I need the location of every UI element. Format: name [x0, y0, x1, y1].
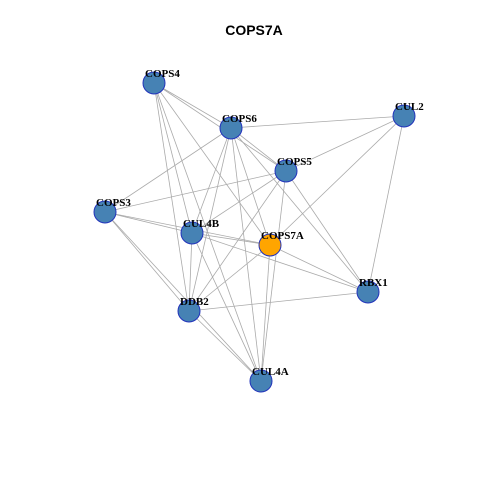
- node-label-cul4a: CUL4A: [252, 366, 289, 378]
- node-label-ddb2: DDB2: [180, 296, 209, 308]
- edge-cops7a-ddb2: [188, 244, 271, 312]
- edge-cul2-rbx1: [367, 115, 405, 293]
- node-label-cops3: COPS3: [96, 197, 131, 209]
- edge-cops6-cul2: [230, 115, 405, 129]
- edge-cops4-cops6: [153, 82, 232, 129]
- edge-cul2-cops7a: [269, 115, 405, 246]
- edge-cops6-cops5: [230, 127, 287, 172]
- node-cul4b: [180, 221, 204, 245]
- node-label-cops4: COPS4: [145, 68, 180, 80]
- edge-cops5-cul4b: [191, 170, 287, 234]
- edge-cops7a-cul4a: [260, 244, 271, 382]
- node-rbx1: [356, 280, 380, 304]
- edge-cops6-cul4b: [191, 127, 232, 234]
- edge-cops3-ddb2: [104, 211, 190, 312]
- edge-cops5-cul4a: [260, 170, 287, 382]
- edge-cops4-cops7a: [153, 82, 271, 246]
- node-cops7a: [258, 233, 282, 257]
- node-label-cops5: COPS5: [277, 156, 312, 168]
- node-cops3: [93, 200, 117, 224]
- edge-cops3-cul4b: [104, 211, 193, 234]
- edge-cul4b-ddb2: [188, 232, 193, 312]
- edge-cops7a-rbx1: [269, 244, 369, 293]
- node-cul2: [392, 104, 416, 128]
- edge-ddb2-rbx1: [188, 291, 369, 312]
- edge-cops5-ddb2: [188, 170, 287, 312]
- node-cops5: [274, 159, 298, 183]
- edge-cops5-rbx1: [285, 170, 369, 293]
- node-cul4a: [249, 369, 273, 393]
- node-label-cops7a: COPS7A: [261, 230, 304, 242]
- node-cops6: [219, 116, 243, 140]
- node-label-cul2: CUL2: [395, 101, 424, 113]
- edge-cops4-cul4b: [153, 82, 193, 234]
- edge-cops3-cul4a: [104, 211, 262, 382]
- edge-cul4b-rbx1: [191, 232, 369, 293]
- diagram-title: COPS7A: [225, 22, 283, 38]
- node-label-cul4b: CUL4B: [183, 218, 220, 230]
- edge-cops6-cops7a: [230, 127, 271, 246]
- edge-cul4b-cops7a: [191, 232, 271, 246]
- node-ddb2: [177, 299, 201, 323]
- edge-ddb2-cul4a: [188, 310, 262, 382]
- edge-cops6-cops3: [104, 127, 232, 213]
- nodes-layer: [93, 71, 416, 393]
- node-label-cops6: COPS6: [222, 113, 257, 125]
- edge-cops6-cul4a: [230, 127, 262, 382]
- edge-cul2-cops5: [285, 115, 405, 172]
- edge-cops6-ddb2: [188, 127, 232, 312]
- node-cops4: [142, 71, 166, 95]
- edge-cops6-rbx1: [230, 127, 369, 293]
- edge-cops5-cops3: [104, 170, 287, 213]
- edges-layer: [104, 82, 405, 382]
- node-label-rbx1: RBX1: [359, 277, 388, 289]
